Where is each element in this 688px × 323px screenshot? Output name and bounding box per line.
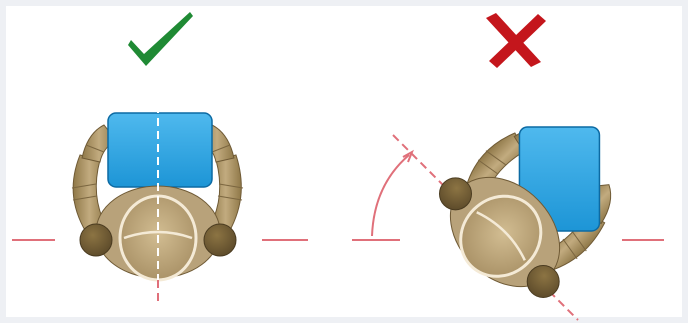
tilt-angle-arc [372, 155, 409, 236]
checkmark-icon [128, 12, 193, 66]
cross-icon [486, 13, 546, 68]
correct-posture-panel [12, 12, 308, 305]
right-shoulder [204, 224, 236, 256]
incorrect-posture-panel [352, 13, 664, 321]
tablet-device [108, 113, 212, 187]
left-shoulder [80, 224, 112, 256]
